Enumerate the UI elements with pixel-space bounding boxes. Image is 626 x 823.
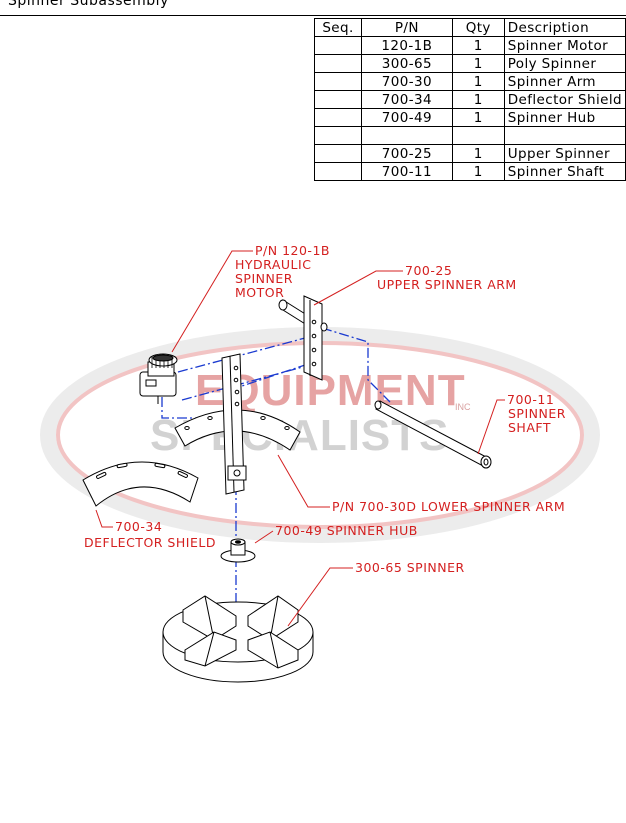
cell-description: Spinner Shaft (503, 162, 626, 181)
cell-pn: 700-30 (360, 72, 453, 91)
callout-motor-pn: P/N 120-1B (255, 243, 330, 258)
callout-shaft-line2: SPINNER (508, 406, 566, 421)
callout-upper-arm-pn: 700-25 (405, 263, 452, 278)
callout-leaders (95, 250, 505, 627)
cell-description: Deflector Shield (503, 90, 626, 109)
col-seq-header: Seq. (314, 18, 362, 37)
callout-motor-line3: SPINNER (235, 271, 293, 286)
cell-description: Spinner Motor (503, 36, 626, 55)
col-qty-header: Qty (451, 18, 505, 37)
callout-lower-arm: P/N 700-30D LOWER SPINNER ARM (332, 499, 565, 514)
spinner-shaft (374, 400, 492, 469)
cell-qty: 1 (451, 162, 505, 181)
table-row (314, 126, 626, 145)
callout-shaft-pn: 700-11 (507, 392, 554, 407)
poly-spinner (162, 595, 314, 683)
cell-seq (314, 162, 362, 181)
cell-pn: 700-11 (360, 162, 453, 181)
spinner-hub (220, 538, 256, 563)
callout-motor-line2: HYDRAULIC (235, 257, 311, 272)
watermark-sup: INC (455, 402, 471, 412)
table-header-row: Seq. P/N Qty Description (314, 18, 626, 37)
lower-spinner-arm (174, 353, 301, 495)
callout-motor-line4: MOTOR (235, 285, 284, 300)
upper-spinner-arm (278, 295, 328, 381)
cell-description: Spinner Hub (503, 108, 626, 127)
callout-upper-arm-name: UPPER SPINNER ARM (377, 277, 517, 292)
callout-shaft-line3: SHAFT (508, 420, 551, 435)
deflector-shield (82, 461, 199, 507)
callout-shield-pn: 700-34 (115, 519, 162, 534)
spinner-motor (139, 353, 178, 404)
callout-spinner: 300-65 SPINNER (355, 560, 465, 575)
title-rule (0, 15, 626, 16)
callout-hub: 700-49 SPINNER HUB (275, 523, 418, 538)
page-title: Spinner Subassembly (8, 0, 169, 9)
callout-shield-name: DEFLECTOR SHIELD (84, 535, 216, 550)
cell-description: Spinner Arm (503, 72, 626, 91)
